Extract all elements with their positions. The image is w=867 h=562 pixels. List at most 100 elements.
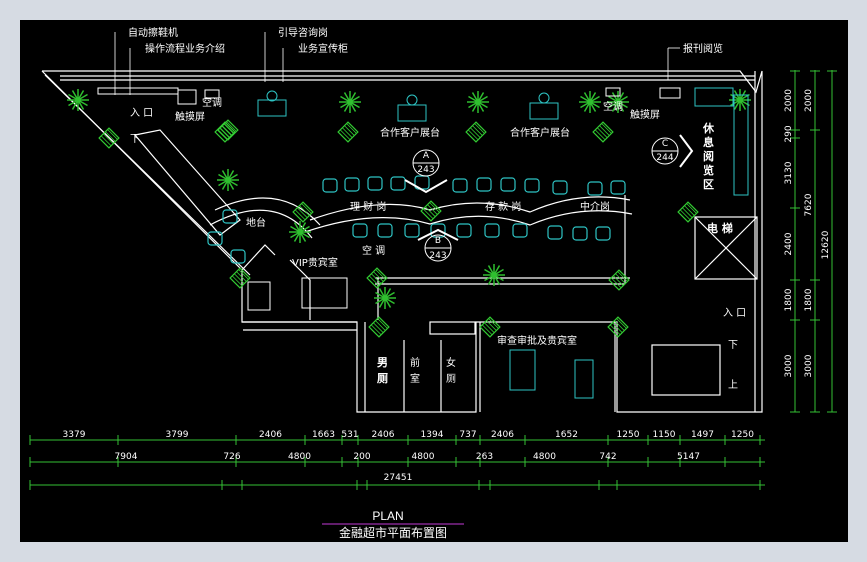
chair-icon	[404, 223, 420, 238]
plant-icon	[607, 91, 629, 113]
dim-right-mid-value: 7620	[804, 193, 814, 216]
column-hatch	[217, 119, 239, 141]
label-front-1: 前	[410, 356, 420, 369]
furniture	[97, 87, 749, 399]
chair-icon	[484, 223, 500, 238]
dim-row2-value: 7904	[115, 452, 138, 462]
label-women-1: 女	[446, 356, 456, 369]
dim-right-outer-value: 3130	[784, 161, 794, 184]
callout-promo-cabinet: 业务宣传柜	[298, 42, 348, 55]
plant-icon	[339, 91, 361, 113]
chair-icon	[610, 180, 626, 195]
dim-row1-value: 3379	[63, 430, 86, 440]
dimension-ticks-right	[790, 70, 837, 413]
dim-row2-value: 742	[599, 452, 616, 462]
label-down-right: 下	[728, 340, 738, 351]
section-marker-c: C 244	[651, 134, 694, 168]
dim-row1-value: 3799	[166, 430, 189, 440]
column-hatch	[366, 267, 388, 289]
label-entrance-left: 入 口	[130, 108, 153, 119]
cad-drawing-canvas: A 243 B 243 C 244 自动擦鞋机 操作流程业务介绍	[20, 20, 848, 542]
label-ac-3: 空 调	[362, 244, 385, 257]
chair-icon	[207, 231, 223, 246]
label-finance-post: 理 财 岗	[350, 200, 386, 213]
callout-auto-shoe: 自动擦鞋机	[128, 26, 178, 39]
section-a-letter: A	[423, 151, 430, 161]
chair-icon	[452, 178, 468, 193]
dim-row1-value: 737	[459, 430, 476, 440]
label-front-2: 室	[410, 372, 420, 385]
chair-icon	[430, 223, 446, 238]
dim-row1-value: 1150	[653, 430, 676, 440]
column-hatch	[607, 316, 629, 338]
dimension-total: 27451	[384, 473, 413, 483]
dim-row1-value: 1663	[312, 430, 335, 440]
dim-row2-value: 726	[223, 452, 240, 462]
chair-icon	[524, 178, 540, 193]
dim-row1-value: 2406	[491, 430, 514, 440]
floor-plan-svg: A 243 B 243 C 244 自动擦鞋机 操作流程业务介绍	[29, 26, 837, 540]
chair-icon	[367, 176, 383, 191]
dimension-ticks-bottom	[29, 435, 761, 490]
chair-icon	[587, 181, 603, 196]
callout-newspaper: 报刊阅览	[683, 42, 723, 55]
column-hatch	[465, 121, 487, 143]
plant-icon	[289, 221, 311, 243]
column-hatch	[420, 200, 442, 222]
callout-leaders	[114, 32, 680, 95]
dim-row1-value: 1394	[421, 430, 444, 440]
column-hatch	[608, 269, 630, 291]
label-ac-1: 空调	[202, 96, 222, 109]
column-hatch	[592, 121, 614, 143]
chair-icon	[500, 177, 516, 192]
dim-row1-value: 2406	[372, 430, 395, 440]
section-b-letter: B	[435, 236, 441, 246]
label-touch-2: 触摸屏	[630, 108, 660, 121]
chair-icon	[352, 223, 368, 238]
callout-guide-desk: 引导咨询岗	[278, 26, 328, 39]
label-review-room: 审查审批及贵宾室	[497, 334, 577, 347]
plant-icon	[467, 91, 489, 113]
dim-row1-value: 1250	[617, 430, 640, 440]
dim-row1-value: 1250	[731, 430, 754, 440]
building-walls	[41, 70, 763, 413]
plant-icon	[483, 264, 505, 286]
dim-row1-value: 531	[341, 430, 358, 440]
chair-icon	[476, 177, 492, 192]
label-men-1: 男	[377, 356, 388, 369]
potted-plants	[67, 89, 751, 309]
dim-right-outer-value: 2400	[784, 232, 794, 255]
label-entrance-right: 入 口	[723, 308, 746, 319]
plan-subtitle: 金融超市平面布置图	[339, 525, 447, 540]
section-marker-b: B 243	[417, 228, 459, 262]
label-lounge-1: 休	[702, 121, 715, 135]
plant-icon	[217, 169, 239, 191]
chair-icon	[222, 209, 238, 224]
column-hatch	[479, 316, 501, 338]
label-lounge-5: 区	[703, 178, 714, 191]
dim-row2-value: 4800	[533, 452, 556, 462]
column-hatch	[229, 267, 251, 289]
plant-icon	[579, 91, 601, 113]
label-vip-room: VIP贵宾室	[292, 256, 338, 269]
column-hatch	[337, 121, 359, 143]
dim-row2-value: 263	[476, 452, 493, 462]
chair-icon	[390, 176, 406, 191]
chair-icon	[552, 180, 568, 195]
callout-process-intro: 操作流程业务介绍	[145, 42, 225, 55]
label-agency-post: 中介岗	[580, 200, 610, 213]
chair-icon	[547, 225, 563, 240]
dim-right-outer-value: 1800	[784, 288, 794, 311]
column-hatch	[292, 201, 314, 223]
dim-right-outer-value: 2000	[784, 89, 794, 112]
plant-icon	[374, 287, 396, 309]
label-touch-1: 触摸屏	[175, 110, 205, 123]
chair-icon	[230, 249, 246, 264]
dimension-lines	[30, 70, 833, 486]
dim-row1-value: 1652	[555, 430, 578, 440]
label-elevator: 电 梯	[707, 221, 733, 235]
label-lounge-2: 息	[703, 135, 714, 149]
